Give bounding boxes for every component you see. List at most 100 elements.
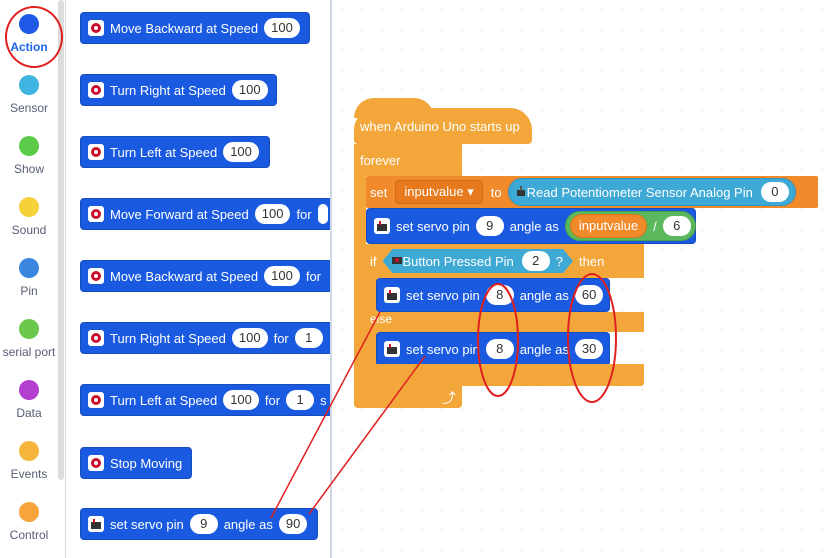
category-label: Sound (11, 223, 47, 237)
angle-input[interactable]: 90 (278, 514, 308, 534)
pin-input[interactable]: 9 (475, 216, 504, 236)
angle-label: angle as (519, 341, 569, 357)
duration-input[interactable]: 1 (286, 390, 315, 410)
set-servo-block-1[interactable]: set servo pin 9 angle as inputvalue / 6 (366, 208, 696, 244)
category-events[interactable]: Events (0, 437, 58, 493)
sound-category-icon (19, 197, 39, 217)
when-starts-up-block[interactable]: when Arduino Uno starts up (354, 108, 532, 144)
speed-input[interactable]: 100 (223, 142, 259, 162)
category-label: serial port (2, 345, 56, 359)
category-action[interactable]: Action (0, 10, 58, 66)
pin-input[interactable]: 8 (485, 339, 514, 359)
category-label: Pin (20, 284, 38, 298)
robot-icon (88, 455, 104, 471)
duration-input[interactable] (317, 204, 328, 224)
palette-block-turn-left[interactable]: Turn Left at Speed 100 (80, 136, 270, 168)
pin-category-icon (19, 258, 39, 278)
servo-icon (88, 516, 104, 532)
palette-block-move-backward-for[interactable]: Move Backward at Speed 100 for (80, 260, 330, 292)
block-label: Move Backward at Speed (110, 20, 259, 36)
if-else-block[interactable]: if Button Pressed Pin 2 ? then (366, 244, 644, 278)
forever-block[interactable]: forever (354, 144, 462, 176)
for-label: for (264, 392, 281, 408)
category-control[interactable]: Control (0, 498, 58, 554)
category-label: Control (9, 528, 49, 542)
servo-icon (384, 287, 400, 303)
category-serial-port[interactable]: serial port (0, 315, 58, 371)
category-data[interactable]: Data (0, 376, 58, 432)
potentiometer-reporter[interactable]: Read Potentiometer Sensor Analog Pin 0 (507, 178, 796, 206)
for-label: for (296, 206, 312, 222)
block-label: Stop Moving (110, 455, 183, 471)
button-icon (391, 254, 403, 269)
palette-block-set-servo[interactable]: set servo pin 9 angle as 90 (80, 508, 318, 540)
category-sound[interactable]: Sound (0, 193, 58, 249)
button-pressed-reporter[interactable]: Button Pressed Pin 2 ? (383, 249, 574, 273)
if-bottom (366, 364, 644, 386)
speed-input[interactable]: 100 (264, 18, 300, 38)
pin-input[interactable]: 8 (485, 285, 514, 305)
block-label: Move Forward at Speed (110, 206, 249, 222)
set-servo-block-else[interactable]: set servo pin 8 angle as 30 (376, 332, 610, 366)
palette-block-turn-left-for[interactable]: Turn Left at Speed 100 for 1 s (80, 384, 330, 416)
set-label: set (370, 184, 388, 200)
robot-icon (88, 206, 104, 222)
if-label: if (370, 253, 377, 269)
serial-port-category-icon (19, 319, 39, 339)
speed-input[interactable]: 100 (223, 390, 259, 410)
block-label: set servo pin (396, 218, 470, 234)
forever-label: forever (360, 152, 401, 168)
duration-input[interactable]: 1 (294, 328, 323, 348)
divide-symbol: / (653, 218, 657, 234)
angle-input[interactable]: 30 (574, 339, 603, 359)
robot-icon (88, 82, 104, 98)
palette-divider (330, 0, 332, 558)
palette-block-move-backward[interactable]: Move Backward at Speed 100 (80, 12, 310, 44)
angle-input[interactable]: 60 (574, 285, 603, 305)
show-category-icon (19, 136, 39, 156)
condition-label: Button Pressed Pin (402, 253, 514, 269)
set-servo-block-then[interactable]: set servo pin 8 angle as 60 (376, 278, 610, 312)
else-bar: else (366, 312, 644, 332)
data-category-icon (19, 380, 39, 400)
robot-icon (88, 268, 104, 284)
script-workspace[interactable]: when Arduino Uno starts up forever set i… (332, 0, 828, 558)
palette-block-stop-moving[interactable]: Stop Moving (80, 447, 192, 479)
pin-input[interactable]: 9 (189, 514, 218, 534)
variable-reporter[interactable]: inputvalue (569, 214, 648, 238)
palette-block-turn-right-for[interactable]: Turn Right at Speed 100 for 1 (80, 322, 330, 354)
servo-icon (384, 341, 400, 357)
question-mark: ? (555, 253, 564, 269)
sidebar-scrollbar[interactable] (58, 0, 64, 480)
speed-input[interactable]: 100 (254, 204, 291, 224)
category-pin[interactable]: Pin (0, 254, 58, 310)
block-label: Move Backward at Speed (110, 268, 259, 284)
speed-input[interactable]: 100 (231, 80, 268, 100)
divide-operator[interactable]: inputvalue / 6 (564, 211, 696, 241)
set-variable-block[interactable]: set inputvalue ▾ to Read Potentiometer S… (366, 176, 818, 208)
divisor-input[interactable]: 6 (662, 216, 691, 236)
analog-pin-input[interactable]: 0 (760, 182, 789, 202)
potentiometer-icon (515, 185, 527, 200)
robot-icon (88, 144, 104, 160)
category-show[interactable]: Show (0, 132, 58, 188)
category-sensor[interactable]: Sensor (0, 71, 58, 127)
block-palette: Move Backward at Speed 100 Turn Right at… (66, 0, 330, 558)
button-pin-input[interactable]: 2 (522, 251, 550, 271)
palette-block-turn-right[interactable]: Turn Right at Speed 100 (80, 74, 277, 106)
sensor-category-icon (19, 75, 39, 95)
hat-label: when Arduino Uno starts up (360, 118, 520, 134)
servo-icon (374, 218, 390, 234)
speed-input[interactable]: 100 (231, 328, 268, 348)
robot-icon (88, 392, 104, 408)
speed-input[interactable]: 100 (264, 266, 300, 286)
palette-block-move-forward-for[interactable]: Move Forward at Speed 100 for (80, 198, 330, 230)
category-label: Data (16, 406, 42, 420)
block-label: set servo pin (110, 516, 184, 532)
block-label: Turn Right at Speed (110, 330, 226, 346)
category-label: Events (10, 467, 48, 481)
angle-label: angle as (519, 287, 569, 303)
variable-dropdown[interactable]: inputvalue ▾ (395, 180, 483, 204)
forever-arm (354, 176, 366, 388)
unit-label: s (320, 392, 327, 408)
